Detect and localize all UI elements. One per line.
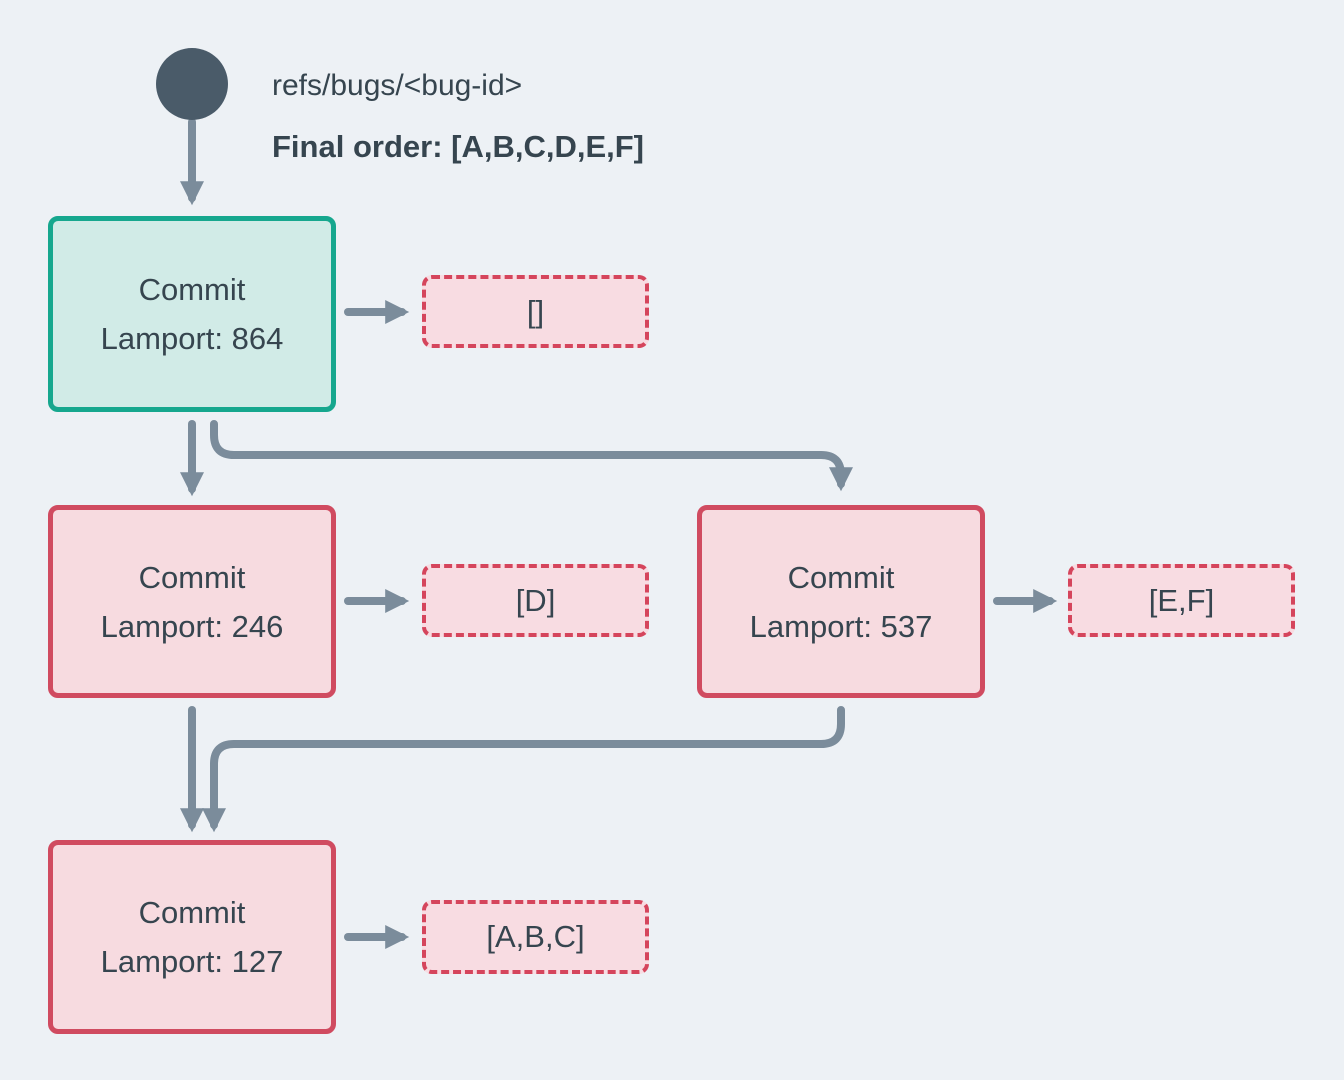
commit-title: Commit [138,895,246,930]
commit-lamport: Lamport: 537 [749,608,933,644]
ops-list-value: [] [526,293,545,329]
edge-commit-537-to-commit-127 [202,706,845,833]
commit-lamport: Lamport: 246 [100,608,284,644]
ops-list-empty: [] [422,275,649,348]
final-order-label: Final order: [A,B,C,D,E,F] [272,129,644,164]
commit-node-537: Commit Lamport: 537 [697,505,985,698]
commit-title: Commit [787,559,895,595]
ops-list-value: [D] [515,582,556,618]
edge-commit-864-to-commit-537 [210,420,853,492]
branch-ref-label: refs/bugs/<bug-id> [272,69,523,102]
commit-lamport: Lamport: 864 [100,321,284,356]
commit-node-864: Commit Lamport: 864 [48,216,336,412]
ops-list-abc: [A,B,C] [422,900,649,974]
ops-list-value: [A,B,C] [486,919,585,954]
ops-list-ef: [E,F] [1068,564,1295,637]
commit-node-127: Commit Lamport: 127 [48,840,336,1034]
ops-list-value: [E,F] [1148,582,1215,618]
commit-title: Commit [138,559,246,595]
branch-ref-circle [156,48,228,120]
commit-lamport: Lamport: 127 [100,944,284,979]
commit-title: Commit [138,272,246,307]
commit-node-246: Commit Lamport: 246 [48,505,336,698]
ops-list-d: [D] [422,564,649,637]
